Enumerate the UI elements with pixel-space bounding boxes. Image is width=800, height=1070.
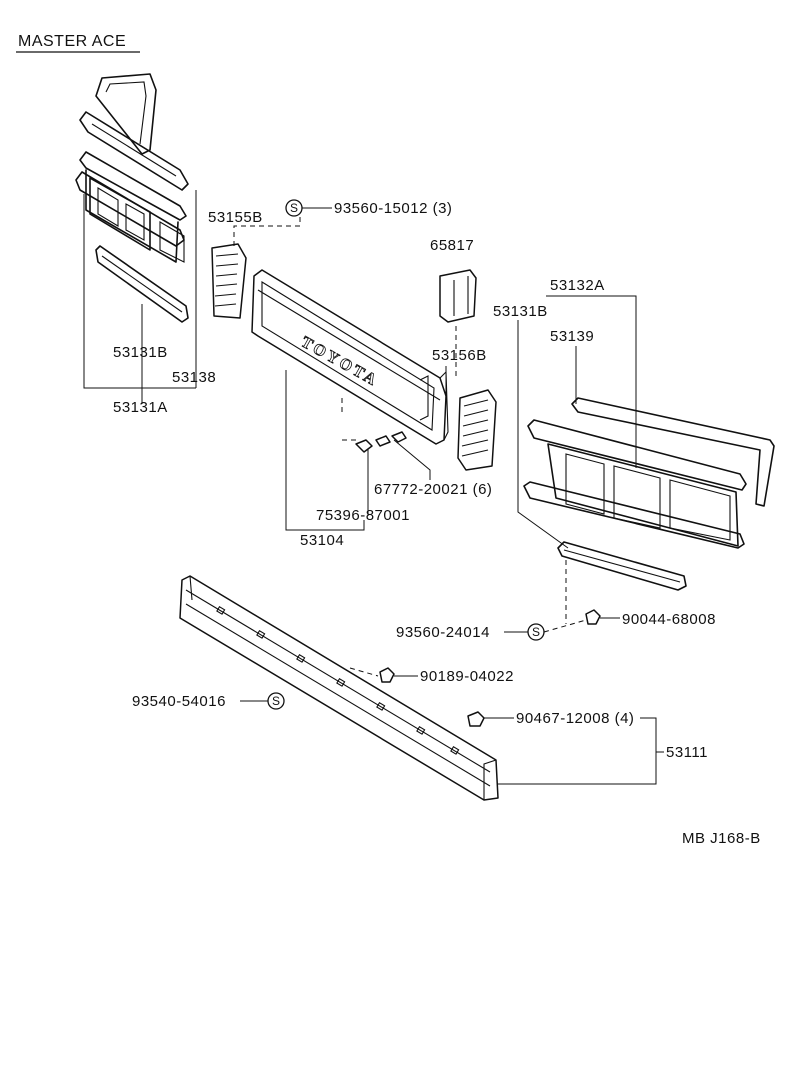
part-label-90467-12008: 90467-12008 (4) [516, 710, 634, 727]
screw-symbol-93560-24014: S [527, 623, 545, 641]
part-label-75396-87001: 75396-87001 [316, 507, 410, 524]
clip-90467-drawing [467, 711, 485, 727]
part-label-53155B: 53155B [208, 209, 263, 226]
part-label-93560-24014: 93560-24014 [396, 624, 490, 641]
bracket-65817-drawing [439, 269, 477, 380]
svg-text:S: S [290, 201, 298, 215]
part-label-90044-68008: 90044-68008 [622, 611, 716, 628]
right-headlamp-door-drawing [517, 295, 775, 624]
diagram-code: MB J168-B [682, 830, 761, 847]
part-label-53138: 53138 [172, 369, 216, 386]
nut-90044-drawing [585, 609, 601, 625]
part-label-93540-54016: 93540-54016 [132, 693, 226, 710]
part-label-53139: 53139 [550, 328, 594, 345]
screw-symbol-93560-15012: S [285, 199, 303, 217]
model-title: MASTER ACE [18, 33, 126, 50]
svg-text:S: S [532, 625, 540, 639]
center-grille-drawing: TOYOTA [251, 269, 449, 531]
left-side-grille-drawing [211, 210, 301, 319]
part-label-67772-20021: 67772-20021 (6) [374, 481, 492, 498]
part-label-53104: 53104 [300, 532, 344, 549]
screw-symbol-93540-54016: S [267, 692, 285, 710]
clips-drawing [355, 431, 431, 480]
part-label-53156B: 53156B [432, 347, 487, 364]
left-headlamp-door-drawing [75, 73, 197, 404]
part-label-53131A: 53131A [113, 399, 168, 416]
part-label-90189-04022: 90189-04022 [420, 668, 514, 685]
part-label-53131B-right: 53131B [493, 303, 548, 320]
svg-text:S: S [272, 694, 280, 708]
part-label-65817: 65817 [430, 237, 474, 254]
part-label-53131B-left: 53131B [113, 344, 168, 361]
part-label-93560-15012: 93560-15012 (3) [334, 200, 452, 217]
part-label-53111: 53111 [666, 744, 708, 761]
part-label-53132A: 53132A [550, 277, 605, 294]
nut-90189-drawing [379, 667, 395, 683]
lower-grille-drawing [179, 575, 664, 801]
right-side-grille-drawing [445, 366, 497, 471]
